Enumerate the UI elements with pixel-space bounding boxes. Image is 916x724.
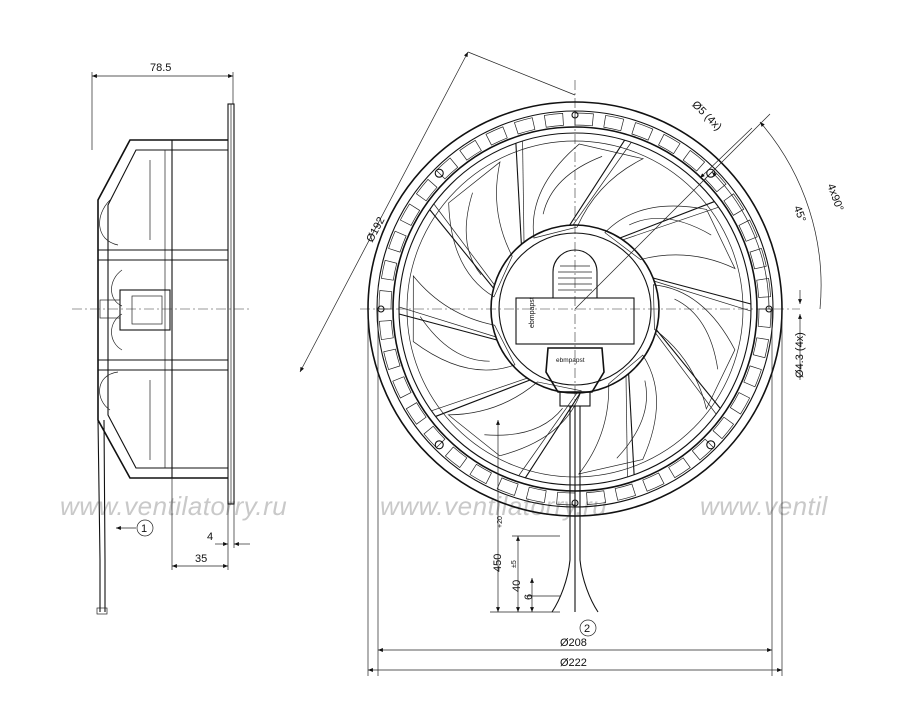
fan-blade [577, 354, 657, 475]
ring-slot [712, 416, 735, 440]
fan-blade [604, 205, 736, 270]
guard-spoke [398, 313, 498, 341]
ring-slot [614, 483, 637, 501]
guard-spoke [655, 329, 721, 409]
ring-slot [743, 365, 762, 388]
ring-slot [603, 115, 625, 132]
ring-slot [757, 308, 772, 328]
dim-strip-length: 40 [511, 580, 523, 592]
dim-wire-end: 6 [523, 594, 535, 600]
ring-slot [642, 472, 665, 492]
guard-spoke [429, 209, 495, 289]
dim-4: 4 [207, 531, 213, 543]
ring-slot [586, 490, 607, 505]
rotor-vent-lines [558, 265, 592, 291]
callout-1: 1 [141, 523, 147, 535]
callout-2: 2 [584, 623, 590, 635]
dim-diameter-222: Ø222 [560, 657, 587, 669]
mount-hole-small [571, 499, 579, 507]
front-view: ebmpapst ebmpapst Ø192 Ø5 (4x) 45° [299, 51, 845, 676]
mount-hole-small [571, 111, 579, 119]
ring-slot [399, 203, 421, 226]
dim-angle-4x90: 4x90° [824, 182, 845, 213]
guard-spoke-edge [625, 375, 628, 478]
blade-rib [419, 316, 490, 362]
ring-slot [756, 277, 771, 298]
blade-rib [616, 380, 647, 459]
blade-rib [542, 156, 603, 215]
ring-slot [392, 376, 412, 399]
ring-slot [729, 392, 751, 415]
ring-slot [631, 122, 654, 141]
dim-strip-length-tol: ±5 [511, 560, 518, 568]
fan-blade [652, 284, 736, 410]
ring-slot [574, 112, 594, 127]
ring-slot [668, 457, 691, 479]
guard-spoke [652, 277, 752, 305]
blade-rib [484, 408, 563, 436]
dim-angle-45: 45° [791, 204, 808, 224]
ring-slot [469, 463, 492, 485]
guard-spoke-edge [572, 142, 632, 226]
blade-rib [674, 298, 719, 370]
fan-blade [447, 381, 582, 457]
dim-cable-length-tol: +20 [497, 516, 504, 528]
watermark-text-1: www.ventilatorry.ru [60, 491, 287, 521]
ring-slot [459, 139, 482, 161]
mount-hole [434, 440, 444, 450]
ring-slot [405, 402, 427, 425]
blade-rib [465, 192, 482, 276]
ring-slot [543, 113, 564, 128]
guard-spoke [619, 201, 715, 239]
fan-blade [448, 161, 513, 298]
brand-label: ebmpapst [529, 297, 536, 328]
ring-slot [381, 259, 398, 281]
ring-slot [435, 157, 459, 180]
ring-slot [749, 247, 767, 270]
guard-spoke-edge [654, 280, 752, 312]
dim-hole-5: Ø5 (4x) [689, 99, 723, 133]
ring-slot [738, 219, 758, 242]
ring-slot [485, 126, 508, 146]
guard-spoke-edge [522, 140, 525, 243]
ring-slot [423, 425, 446, 449]
connector-label: ebmpapst [556, 357, 585, 364]
ring-slot [525, 486, 547, 503]
fan-blades [412, 143, 736, 475]
dim-hole-4-3: Ø4.3 (4x) [794, 332, 806, 378]
ring-slot [658, 133, 681, 155]
guard-spoke [435, 379, 531, 417]
dim-78-5: 78.5 [150, 62, 171, 74]
guard-spoke [628, 373, 635, 475]
guard-spoke-edge [518, 392, 578, 476]
fan-blade [532, 143, 645, 239]
dim-35: 35 [195, 553, 207, 565]
ring-slot [415, 178, 438, 202]
ring-slot [723, 193, 745, 216]
ring-slot [379, 320, 394, 341]
ring-slot [444, 446, 468, 469]
ring-slot [691, 438, 715, 461]
guard-spoke-edge [622, 206, 719, 241]
guard-spoke [524, 392, 581, 479]
ring-slot [704, 169, 727, 193]
blade-rib [629, 217, 712, 236]
ring-slot [682, 149, 706, 172]
watermark-text-3: www.ventil [700, 491, 829, 521]
guard-spoke-edge [655, 332, 717, 415]
ring-slot [513, 117, 536, 135]
mount-hole [706, 440, 716, 450]
guard-spoke-edge [431, 377, 528, 412]
dim-diameter-208: Ø208 [560, 637, 587, 649]
ring-slot [556, 491, 576, 506]
side-view: 78.5 1 4 35 [72, 62, 250, 615]
guard-spoke-edge [433, 203, 495, 286]
guard-spoke [569, 139, 626, 226]
watermark: www.ventilatorry.ru www.ventilatorry.ru … [60, 491, 829, 521]
guard-spoke [515, 143, 522, 245]
dim-cable-length: 450 [492, 554, 504, 572]
ring-slot [752, 337, 769, 359]
